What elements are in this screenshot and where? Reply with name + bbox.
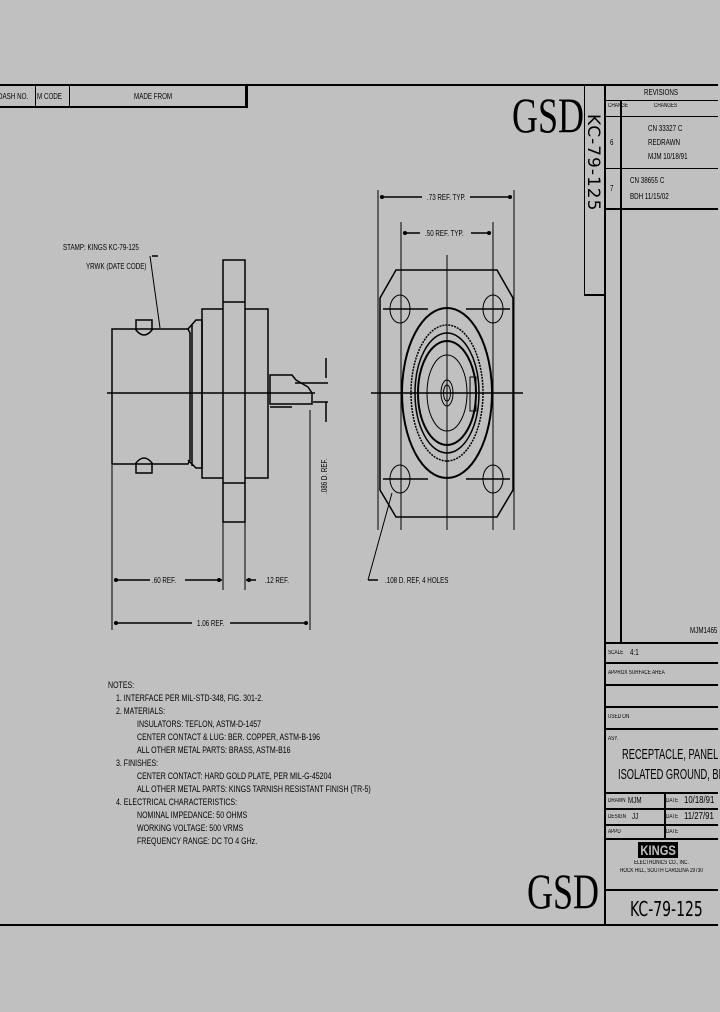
drawing-frame [0,84,718,926]
note-item: 3. FINISHES: [116,758,159,768]
note-item: 4. ELECTRICAL CHARACTERISTICS: [116,797,238,807]
revision-entry: 7 CN 38655 C BDH 11/15/02 [606,168,718,210]
note-item: 2. MATERIALS: [116,706,166,716]
note-item: CENTER CONTACT & LUG: BER. COPPER, ASTM-… [137,732,321,742]
title-block [604,642,718,926]
note-item: WORKING VOLTAGE: 500 VRMS [137,823,244,833]
note-item: INSULATORS: TEFLON, ASTM-D-1457 [137,719,262,729]
title-block-part-number: KC-79-125 [630,897,703,921]
drawing-ref: MJM1465 [690,626,718,635]
dim-012: .12 REF. [265,576,289,585]
header-divider [70,86,246,106]
note-item: CENTER CONTACT: HARD GOLD PLATE, PER MIL… [137,771,332,781]
barrel-body [111,328,191,465]
header-m-code: M CODE [36,86,70,106]
drawing-title: RECEPTACLE, PANEL ISOLATED GROUND, BNC [618,746,720,783]
revisions-title-row: REVISIONS [606,86,718,101]
bayonet-stud-bottom [135,457,153,474]
stamp-date-code: YRWK (DATE CODE) [86,262,147,271]
note-item: NOMINAL IMPEDANCE: 50 OHMS [137,810,248,820]
revisions-column-row: CHANGE CHANGES [606,100,718,117]
dim-106: 1.06 REF. [197,619,225,628]
part-number-divider [604,889,718,891]
side-part-number-box: KC-79-125 [583,86,604,296]
dim-073: .73 REF. TYP. [427,193,466,202]
title-block-col-divider [664,792,666,838]
revisions-col-divider [620,100,622,642]
note-item: ALL OTHER METAL PARTS: BRASS, ASTM-B16 [137,745,291,755]
note-item: FREQUENCY RANGE: DC TO 4 GHz. [137,836,258,846]
kings-logo: KINGS [638,842,679,858]
revisions-block: REVISIONS CHANGE CHANGES 6 CN 33327 C RE… [604,86,718,642]
gsd-watermark-top: GSD [512,87,585,143]
header-dash-no: DASH NO. [0,86,36,106]
appd-row: APPD DATE [604,824,718,838]
company-row-divider [604,838,718,840]
note-item: 1. INTERFACE PER MIL-STD-348, FIG. 301-2… [116,693,264,703]
stamp-label: STAMP: KINGS KC-79-125 [63,243,139,252]
note-item: ALL OTHER METAL PARTS: KINGS TARNISH RES… [137,784,371,794]
dim-050: .50 REF. TYP. [425,229,464,238]
dim-060: .60 REF. [152,576,176,585]
notes-title: NOTES: [108,680,135,690]
design-row: DESIGN JJ DATE 11/27/91 [604,808,718,824]
header-table: DASH NO. M CODE MADE FROM [0,86,248,108]
company-address: ROCK HILL, SOUTH CAROLINA 29730 [620,868,703,874]
assy-row: ASY. [604,728,718,744]
dim-086: .086 D. REF. [320,458,329,494]
used-on-row: USED ON [604,706,718,728]
scale-row: SCALE 4:1 [604,642,718,662]
company-name: ELECTRONICS CO., INC. [634,860,689,866]
bayonet-stud-top [135,319,153,336]
blank-row [604,684,718,706]
revision-entry: 6 CN 33327 C REDRAWN MJM 10/18/91 [606,116,718,169]
approx-surface-area-row: APPROX SURFACE AREA [604,662,718,684]
header-made-from: MADE FROM [133,91,172,101]
dim-holes: .108 D. REF, 4 HOLES [385,576,449,585]
drawn-row: DRAWN MJM DATE 10/18/91 [604,792,718,808]
gsd-watermark-bottom: GSD [527,863,600,919]
